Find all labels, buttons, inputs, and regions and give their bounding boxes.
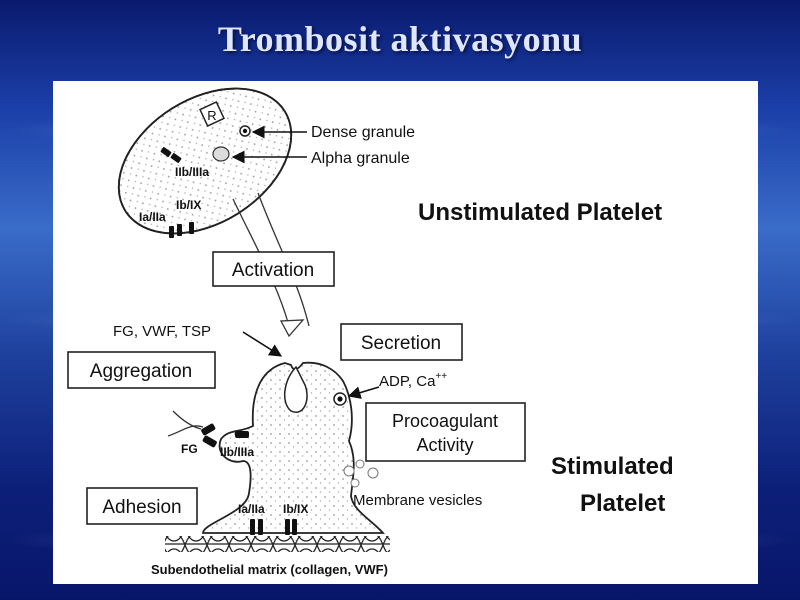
iib-iiia-receptor [160, 147, 172, 157]
procoagulant-line1: Procoagulant [392, 411, 498, 431]
receptor-label: R [207, 108, 216, 123]
activation-label: Activation [232, 260, 314, 281]
fg-label: FG [181, 442, 198, 456]
alpha-granule-shape [212, 146, 230, 162]
membrane-vesicles-label: Membrane vesicles [353, 492, 482, 509]
membrane-vesicle [343, 465, 355, 477]
stimulated-iib-iiia-receptor [201, 423, 216, 436]
procoagulant-line2: Activity [416, 435, 473, 455]
membrane-vesicle [367, 467, 379, 479]
ia-iia-receptor [169, 226, 174, 238]
membrane-vesicle [350, 478, 360, 488]
receptor-square [199, 101, 225, 127]
slide-title: Trombosit aktivasyonu [217, 19, 583, 59]
neighbor-platelet-edge [172, 410, 202, 430]
dense-granule-label: Dense granule [311, 124, 415, 141]
iib-iiia-label: IIb/IIIa [175, 165, 209, 179]
diagram-figure: R IIb/IIIa Ib/IX Ia/IIa Dense granule Al… [53, 81, 758, 584]
stimulated-platelet [167, 361, 385, 535]
stimulated-dense-granule-core [337, 396, 343, 402]
stimulated-ia-iia-receptor [258, 519, 263, 535]
procoagulant-box [365, 402, 526, 462]
stimulated-ib-ix-label: Ib/IX [283, 502, 308, 516]
stimulated-iib-iiia-receptor [202, 435, 217, 448]
membrane-vesicle [355, 459, 365, 469]
activation-arrow-head [279, 319, 305, 338]
unstimulated-heading: Unstimulated Platelet [418, 199, 662, 226]
aggregation-box [67, 351, 216, 389]
matrix-label: Subendothelial matrix (collagen, VWF) [151, 562, 388, 577]
stimulated-iib-iiia-label: IIb/IIIa [220, 445, 254, 459]
secretion-box [340, 323, 463, 361]
platelet-activation-diagram: R IIb/IIIa Ib/IX Ia/IIa Dense granule Al… [67, 87, 674, 577]
adhesion-label: Adhesion [102, 497, 181, 518]
stimulated-iib-iiia-receptor [235, 431, 249, 438]
stimulated-ia-iia-receptor [250, 519, 255, 535]
stimulated-heading-line1: Stimulated [551, 453, 674, 480]
activation-box [212, 251, 335, 287]
ib-ix-receptor [189, 222, 194, 234]
stimulated-ia-iia-label: Ia/IIa [238, 502, 265, 516]
adp-ca-label: ADP, Ca++ [379, 371, 447, 390]
stimulated-ib-ix-receptor [285, 519, 290, 535]
ia-iia-receptor [177, 224, 182, 236]
adhesion-box [86, 487, 198, 525]
secretion-label: Secretion [361, 333, 441, 354]
ib-ix-label: Ib/IX [176, 198, 201, 212]
ligands-arrow [242, 331, 283, 357]
secretion-cavity [284, 365, 308, 414]
unstimulated-platelet: R IIb/IIIa Ib/IX Ia/IIa [117, 87, 293, 238]
iib-iiia-receptor [170, 153, 182, 163]
adp-ca-arrow [347, 386, 380, 399]
stimulated-ib-ix-receptor [292, 519, 297, 535]
ligands-label: FG, VWF, TSP [113, 323, 211, 340]
alpha-granule-label: Alpha granule [311, 150, 410, 167]
neighbor-platelet-edge [167, 425, 204, 437]
dense-granule-core [242, 128, 248, 134]
aggregation-label: Aggregation [90, 361, 192, 382]
stimulated-heading-line2: Platelet [580, 490, 665, 517]
ia-iia-label: Ia/IIa [139, 210, 166, 224]
